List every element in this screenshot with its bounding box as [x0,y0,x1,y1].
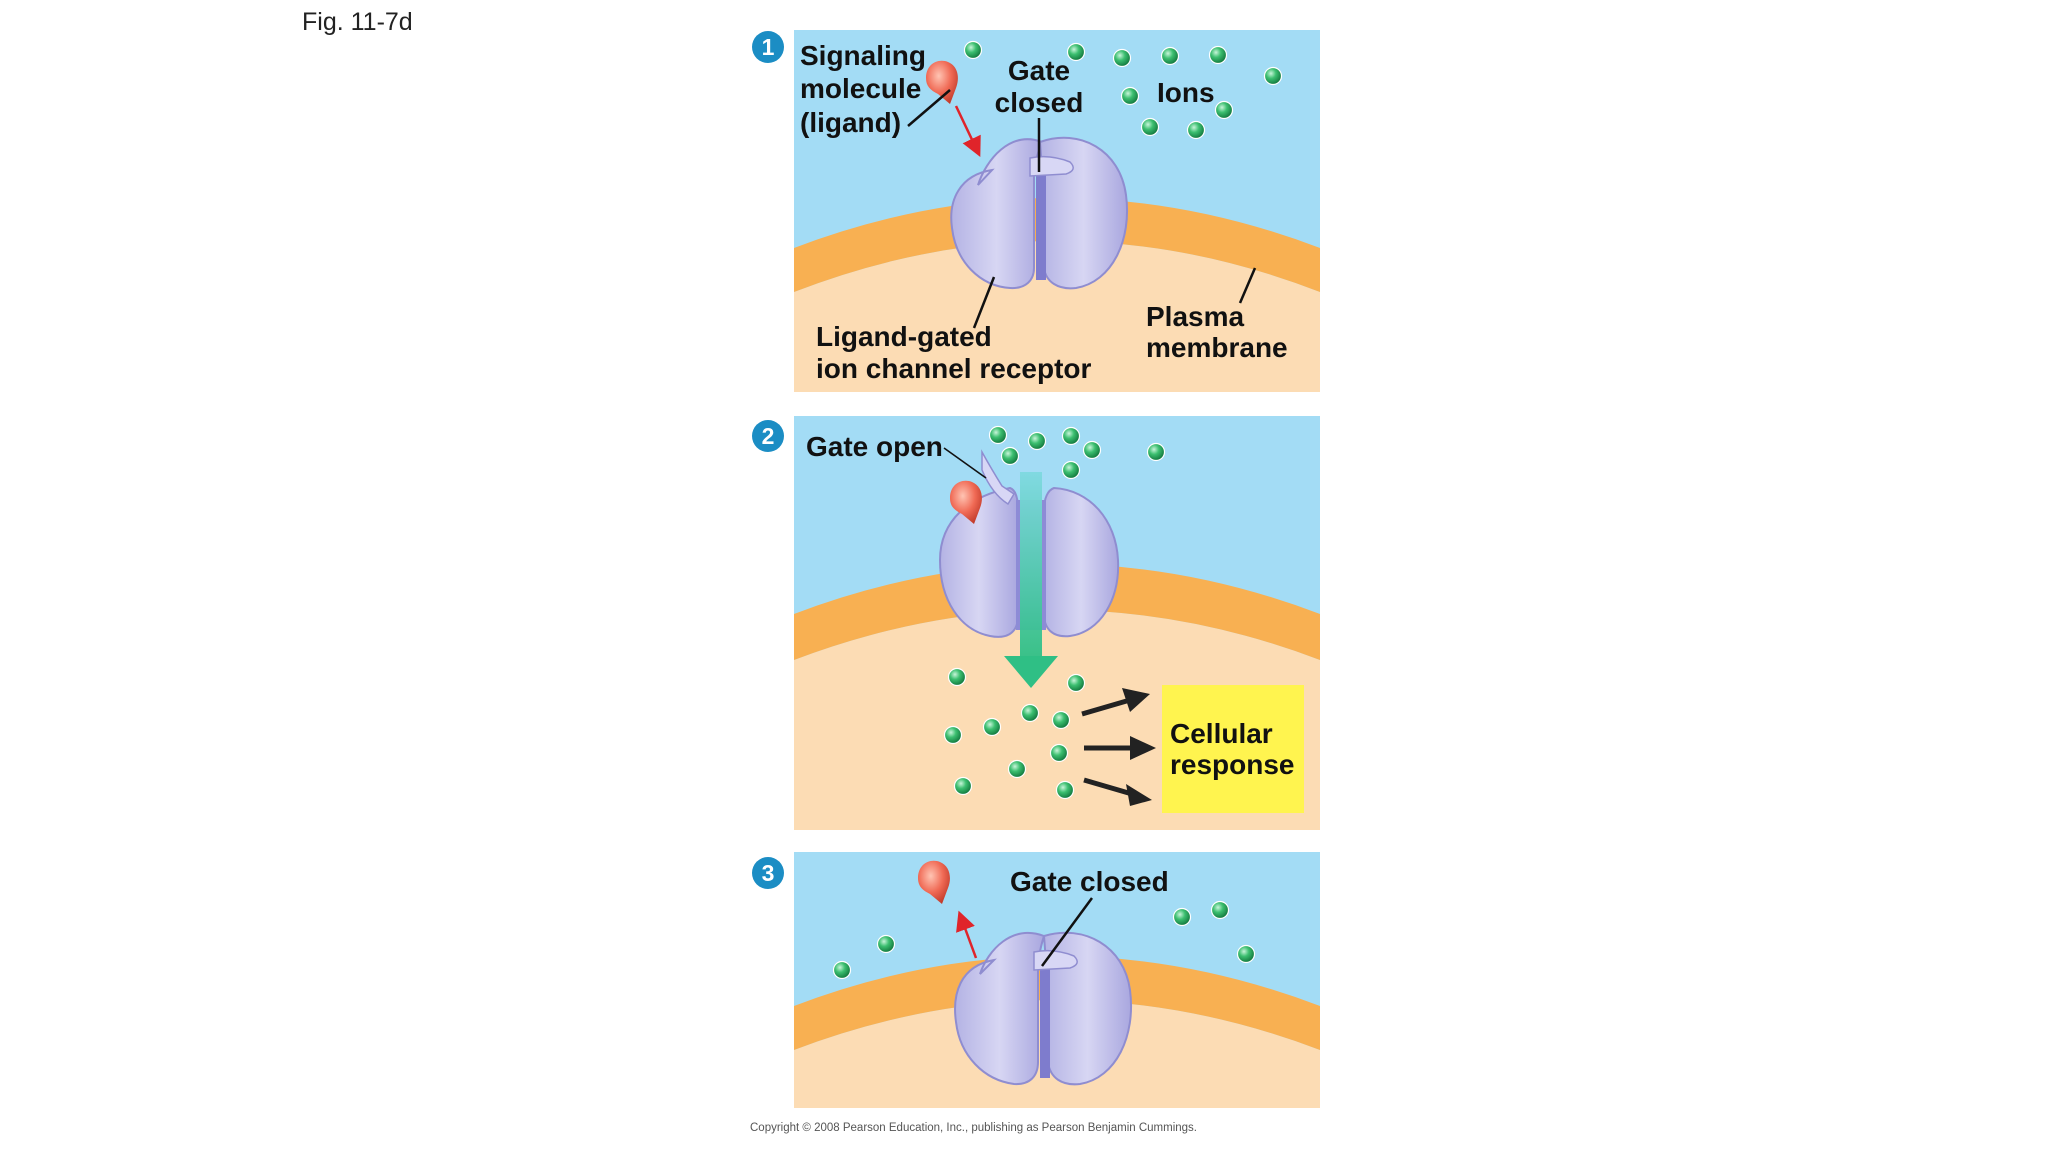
cellular-response-box [1162,685,1304,813]
panel-2 [794,416,1320,830]
copyright-notice: Copyright © 2008 Pearson Education, Inc.… [750,1122,1197,1134]
gate-closed-label-line-2: closed [995,87,1084,118]
figure-label: Fig. 11-7d [302,8,413,36]
receptor-label-line-1: Ligand-gated [816,321,992,352]
ligand-label-line-2: molecule [800,73,921,104]
panel-3 [794,852,1320,1108]
ligand-label-line-1: Signaling [800,40,926,71]
step-2-number: 2 [762,423,775,449]
gate [981,449,1016,506]
step-1-number: 1 [762,34,775,60]
step-1-badge [752,31,784,63]
ion-channel-closed [950,136,1128,290]
ions-label: Ions [1157,77,1215,108]
plasma-membrane [794,564,1320,660]
membrane-label-line-2: membrane [1146,332,1288,363]
step-3-badge [752,857,784,889]
ion-flow-arrow [1004,472,1058,688]
cellular-response-label-line-1: Cellular [1170,718,1273,749]
plasma-membrane [794,956,1320,1050]
membrane-label-line-1: Plasma [1146,301,1244,332]
gate [1029,155,1074,177]
ligand-arrow [954,105,981,158]
response-arrows [1081,688,1156,806]
receptor-label-line-2: ion channel receptor [816,353,1091,384]
panel-1 [794,30,1320,392]
gate-closed-label-line-1: Gate [1008,55,1070,86]
plasma-membrane [794,198,1320,292]
ligand-release-arrow [956,910,978,959]
gate [1033,949,1078,971]
gate-closed-label: Gate closed [1010,866,1169,897]
step-2-badge [752,420,784,452]
ligand-label-line-3: (ligand) [800,107,901,138]
cytoplasm [794,241,1320,392]
cellular-response-label-line-2: response [1170,749,1295,780]
gate-open-label: Gate open [806,431,943,462]
step-3-number: 3 [762,860,775,886]
ion-channel-closed [954,931,1132,1086]
